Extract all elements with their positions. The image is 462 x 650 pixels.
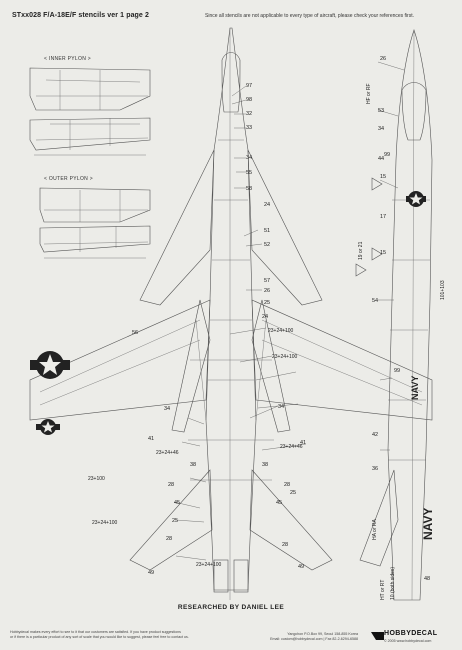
leader-lines (173, 61, 405, 561)
callout-36: 36 (372, 466, 378, 472)
callout-56: 56 (132, 330, 138, 336)
callout-23-24-100-a: 23+24+100 (268, 328, 294, 334)
callout-45-left: 45 (174, 500, 180, 506)
callout-45-right: 45 (276, 500, 282, 506)
callout-23-24-46-b: 23+24+46 (280, 444, 303, 450)
callout-34-right: 34 (278, 404, 284, 410)
callout-15-b: 15 (380, 250, 386, 256)
inner-pylon-label: < INNER PYLON > (44, 56, 92, 62)
address-line-2: Email: custom@hobbydecal.com | Fax 82-2-… (270, 637, 358, 641)
brand-copyright: © 2005 www.hobbydecal.com (384, 639, 432, 643)
reference-notice: Since all stencils are not applicable to… (205, 13, 414, 19)
callout-97: 97 (246, 83, 252, 89)
callout-23-100: 23+100 (88, 476, 105, 482)
callout-52: 52 (264, 242, 270, 248)
callout-hf-rf: HF or RF (366, 83, 372, 104)
callout-58: 58 (246, 186, 252, 192)
callout-44: 44 (378, 156, 384, 162)
callout-28-lower-left: 28 (166, 536, 172, 542)
callout-38-right: 38 (262, 462, 268, 468)
disclaimer-line-2: or if there is a particular product of a… (10, 635, 189, 639)
address-block: Yangchon P.O.Box 99, Seoul 158-855 Korea… (248, 632, 358, 642)
brand-name: HOBBYDECAL (384, 630, 438, 637)
callout-28-lower-right: 28 (282, 542, 288, 548)
callout-15-a: 15 (380, 174, 386, 180)
callout-24-mid: 24 (262, 314, 268, 320)
callout-101-103: 101+103 (440, 280, 446, 300)
outer-pylon-drawing (39, 187, 151, 259)
callout-99-mid: 99 (394, 368, 400, 374)
address-line-1: Yangchon P.O.Box 99, Seoul 158-855 Korea (287, 632, 358, 636)
top-view-airframe (29, 27, 433, 600)
callout-24-top: 24 (264, 202, 270, 208)
callout-26-top: 26 (264, 288, 270, 294)
callout-25-left: 25 (172, 518, 178, 524)
insignia-large (30, 351, 70, 379)
callout-98: 98 (246, 97, 252, 103)
callout-17: 17 (380, 214, 386, 220)
callout-23-24-46-a: 23+24+46 (156, 450, 179, 456)
callout-25-right: 25 (290, 490, 296, 496)
callout-ha-ra: HA or RA (372, 518, 378, 540)
callout-49-right: 49 (298, 564, 304, 570)
callout-54: 54 (372, 298, 378, 304)
warning-triangle-1 (371, 177, 383, 191)
callout-34: 34 (246, 155, 252, 161)
callout-23-24-100-d: 23+24+100 (196, 562, 222, 568)
inner-pylon-drawing (29, 67, 151, 156)
warning-triangle-3 (355, 263, 367, 277)
hobbydecal-logo-icon (371, 632, 384, 640)
callout-28-left: 28 (168, 482, 174, 488)
callout-42: 42 (372, 432, 378, 438)
callout-48: 48 (424, 576, 430, 582)
insignia-small-wing (36, 419, 60, 435)
outer-pylon-label: < OUTER PYLON > (44, 176, 93, 182)
callout-49-left: 49 (148, 570, 154, 576)
callout-25-top: 25 (264, 300, 270, 306)
callout-both-sides: 10 (both sides) (390, 567, 396, 600)
insignia-side (406, 191, 426, 207)
researched-by: RESEARCHED BY DANIEL LEE (177, 604, 285, 611)
disclaimer: Hobbydecal makes every effort to see to … (10, 630, 210, 640)
callout-28-right: 28 (284, 482, 290, 488)
callout-19-21: 19 or 21 (358, 241, 364, 260)
sheet-title: STxx028 F/A-18E/F stencils ver 1 page 2 (12, 12, 149, 19)
callout-32: 32 (246, 111, 252, 117)
callout-99-upper: 99 (384, 152, 390, 158)
callout-34-side: 34 (378, 126, 384, 132)
navy-marking-upper: NAVY (410, 376, 420, 400)
callout-33: 33 (246, 125, 252, 131)
navy-marking-lower: NAVY (421, 508, 435, 540)
callout-38-left: 38 (190, 462, 196, 468)
callout-57: 57 (264, 278, 270, 284)
warning-triangle-2 (371, 247, 383, 261)
callout-ht-rt: HT or RT (380, 580, 386, 600)
callout-51: 51 (264, 228, 270, 234)
callout-23-24-100-c: 23+24+100 (92, 520, 118, 526)
callout-41-right: 41 (300, 440, 306, 446)
callout-41-left: 41 (148, 436, 154, 442)
callout-53: 53 (378, 108, 384, 114)
disclaimer-line-1: Hobbydecal makes every effort to see to … (10, 630, 181, 634)
callout-55: 55 (246, 170, 252, 176)
callout-34-left: 34 (164, 406, 170, 412)
callout-23-24-100-b: 23+24+100 (272, 354, 298, 360)
side-view-airframe (359, 29, 433, 601)
callout-26-side: 26 (380, 56, 386, 62)
